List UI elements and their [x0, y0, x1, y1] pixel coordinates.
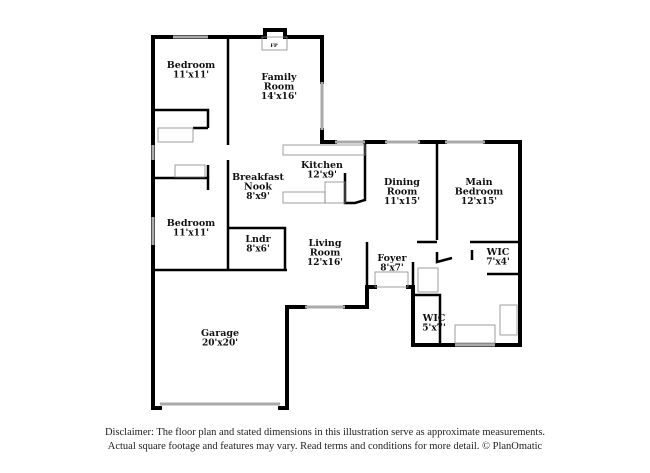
room-dimensions: 20'x20' [202, 339, 238, 349]
room-dimensions: 14'x16' [261, 92, 297, 102]
room-dimensions: 12'x16' [307, 258, 343, 268]
room-name: Foyer [377, 253, 407, 264]
room-name: Lndr [245, 234, 271, 245]
room-dimensions: 12'x15' [461, 197, 497, 207]
room-name: Bedroom [455, 187, 503, 198]
room-dimensions: 7'x4' [486, 258, 509, 268]
room-name: Room [264, 82, 295, 93]
fixtures: FP [157, 36, 518, 344]
room-dimensions: 5'x7' [422, 324, 445, 334]
room-name: Bedroom [167, 60, 215, 71]
room-name: WIC [486, 247, 510, 258]
room-name: Bedroom [167, 218, 215, 229]
disclaimer-line-2: Actual square footage and features may v… [107, 441, 543, 452]
room-name: Family [261, 72, 297, 83]
room-name: Dining [384, 177, 420, 188]
room-name: Nook [244, 182, 272, 193]
room-dimensions: 8'x9' [246, 192, 269, 202]
room-dimensions: 11'x15' [384, 197, 420, 207]
room-name: Kitchen [301, 160, 343, 171]
windows [151, 35, 495, 406]
room-name: Room [387, 187, 418, 198]
room-dimensions: 11'x11' [173, 229, 209, 239]
room-name: Living [309, 238, 342, 249]
room-name: Room [310, 248, 341, 259]
room-dimensions: 8'x6' [246, 245, 269, 255]
room-name: Breakfast [232, 172, 284, 183]
room-dimensions: 12'x9' [307, 171, 337, 181]
room-name: Garage [201, 328, 239, 339]
room-dimensions: 8'x7' [380, 264, 403, 274]
room-name: Main [465, 177, 492, 188]
disclaimer-line-1: Disclaimer: The floor plan and stated di… [104, 427, 546, 438]
fireplace [261, 36, 288, 51]
fireplace-label: FP [270, 43, 278, 49]
room-dimensions: 11'x11' [173, 71, 209, 81]
room-labels: Bedroom11'x11'FamilyRoom14'x16'Kitchen12… [167, 60, 510, 349]
room-name: WIC [422, 313, 446, 324]
